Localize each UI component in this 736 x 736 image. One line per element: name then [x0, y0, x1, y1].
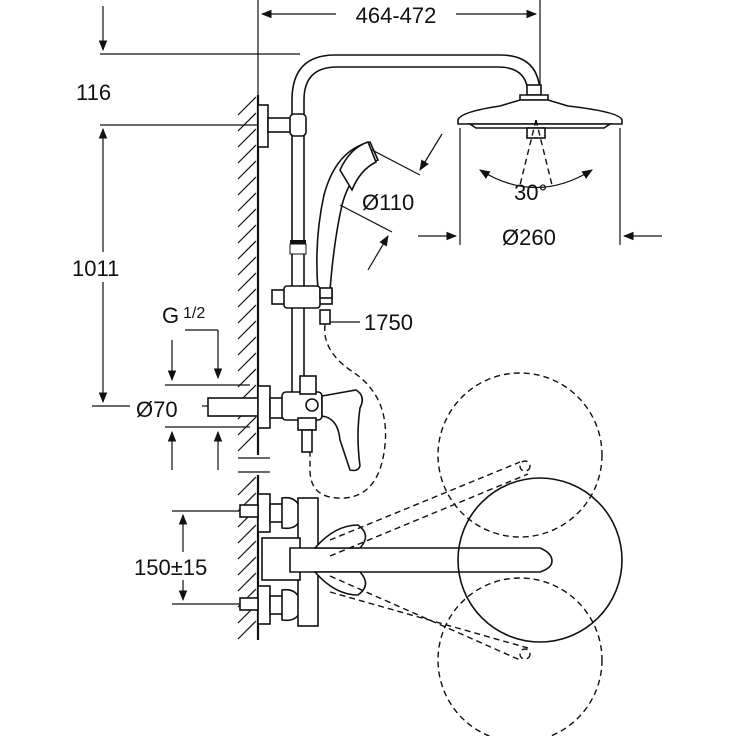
spout-lever	[289, 460, 553, 661]
wall-hatch-line	[237, 128, 257, 148]
rail-height-label: 1011	[72, 256, 119, 281]
bath-mixer	[239, 493, 319, 627]
riser-pipe	[257, 54, 541, 395]
head-angle-label: 30°	[514, 180, 547, 205]
hose-length-label: 1750	[364, 310, 413, 335]
wall-hatch-line	[237, 176, 257, 196]
head-shower: 30° Ø260	[418, 84, 662, 250]
swivel-range	[437, 372, 623, 736]
wall-hatch-line	[237, 352, 257, 372]
wall-hatch-line	[237, 476, 257, 496]
wall-hatch-line	[237, 572, 257, 592]
wall-hatch-line	[237, 368, 257, 388]
hand-shower-diameter-label: Ø110	[362, 190, 414, 215]
wall-hatch-line	[237, 240, 257, 260]
wall-hatch-line	[237, 620, 257, 640]
wall-hatch-line	[237, 256, 257, 276]
slider-holder: 1750	[271, 285, 413, 335]
break-line	[238, 457, 270, 473]
wall-hatch-line	[237, 144, 257, 164]
wall-lower	[237, 475, 260, 640]
thread-frac-label: 1/2	[183, 305, 205, 322]
wall-hatch-line	[237, 416, 257, 436]
shower-hose	[309, 324, 387, 499]
wall-hatch-line	[237, 272, 257, 292]
inlet-spacing-label: 150±15	[134, 555, 207, 580]
thread-connector-dimension: G 1/2 Ø70	[130, 303, 250, 470]
wall-hatch-line	[237, 208, 257, 228]
wall-hatch-line	[237, 524, 257, 544]
top-offset-label: 116	[76, 80, 111, 105]
hand-shower: Ø110	[316, 133, 443, 291]
wall-hatch-line	[237, 224, 257, 244]
wall-hatch-line	[237, 540, 257, 560]
wall-hatch-line	[237, 556, 257, 576]
wall-hatch-line	[237, 288, 257, 308]
wall-hatch-line	[237, 160, 257, 180]
wall-hatch-line	[237, 112, 257, 132]
wall-hatch-line	[237, 96, 257, 116]
wall-hatch-line	[237, 336, 257, 356]
diverter-mixer	[207, 375, 364, 472]
head-shower-diameter-label: Ø260	[502, 225, 556, 250]
thread-main-label: G	[162, 303, 179, 328]
top-offset-dimension: 116	[76, 6, 300, 126]
arm-reach-dimension: 464-472	[257, 0, 541, 95]
rail-height-dimension: 1011	[68, 127, 250, 407]
wall-hatch-line	[237, 192, 257, 212]
wall-hatch-line	[237, 320, 257, 340]
arm-reach-label: 464-472	[356, 3, 437, 28]
wall-hatch-line	[237, 432, 257, 452]
wall-hatch-line	[237, 304, 257, 324]
connector-diameter-label: Ø70	[136, 397, 178, 422]
inlet-spacing-dimension: 150±15	[130, 510, 240, 605]
